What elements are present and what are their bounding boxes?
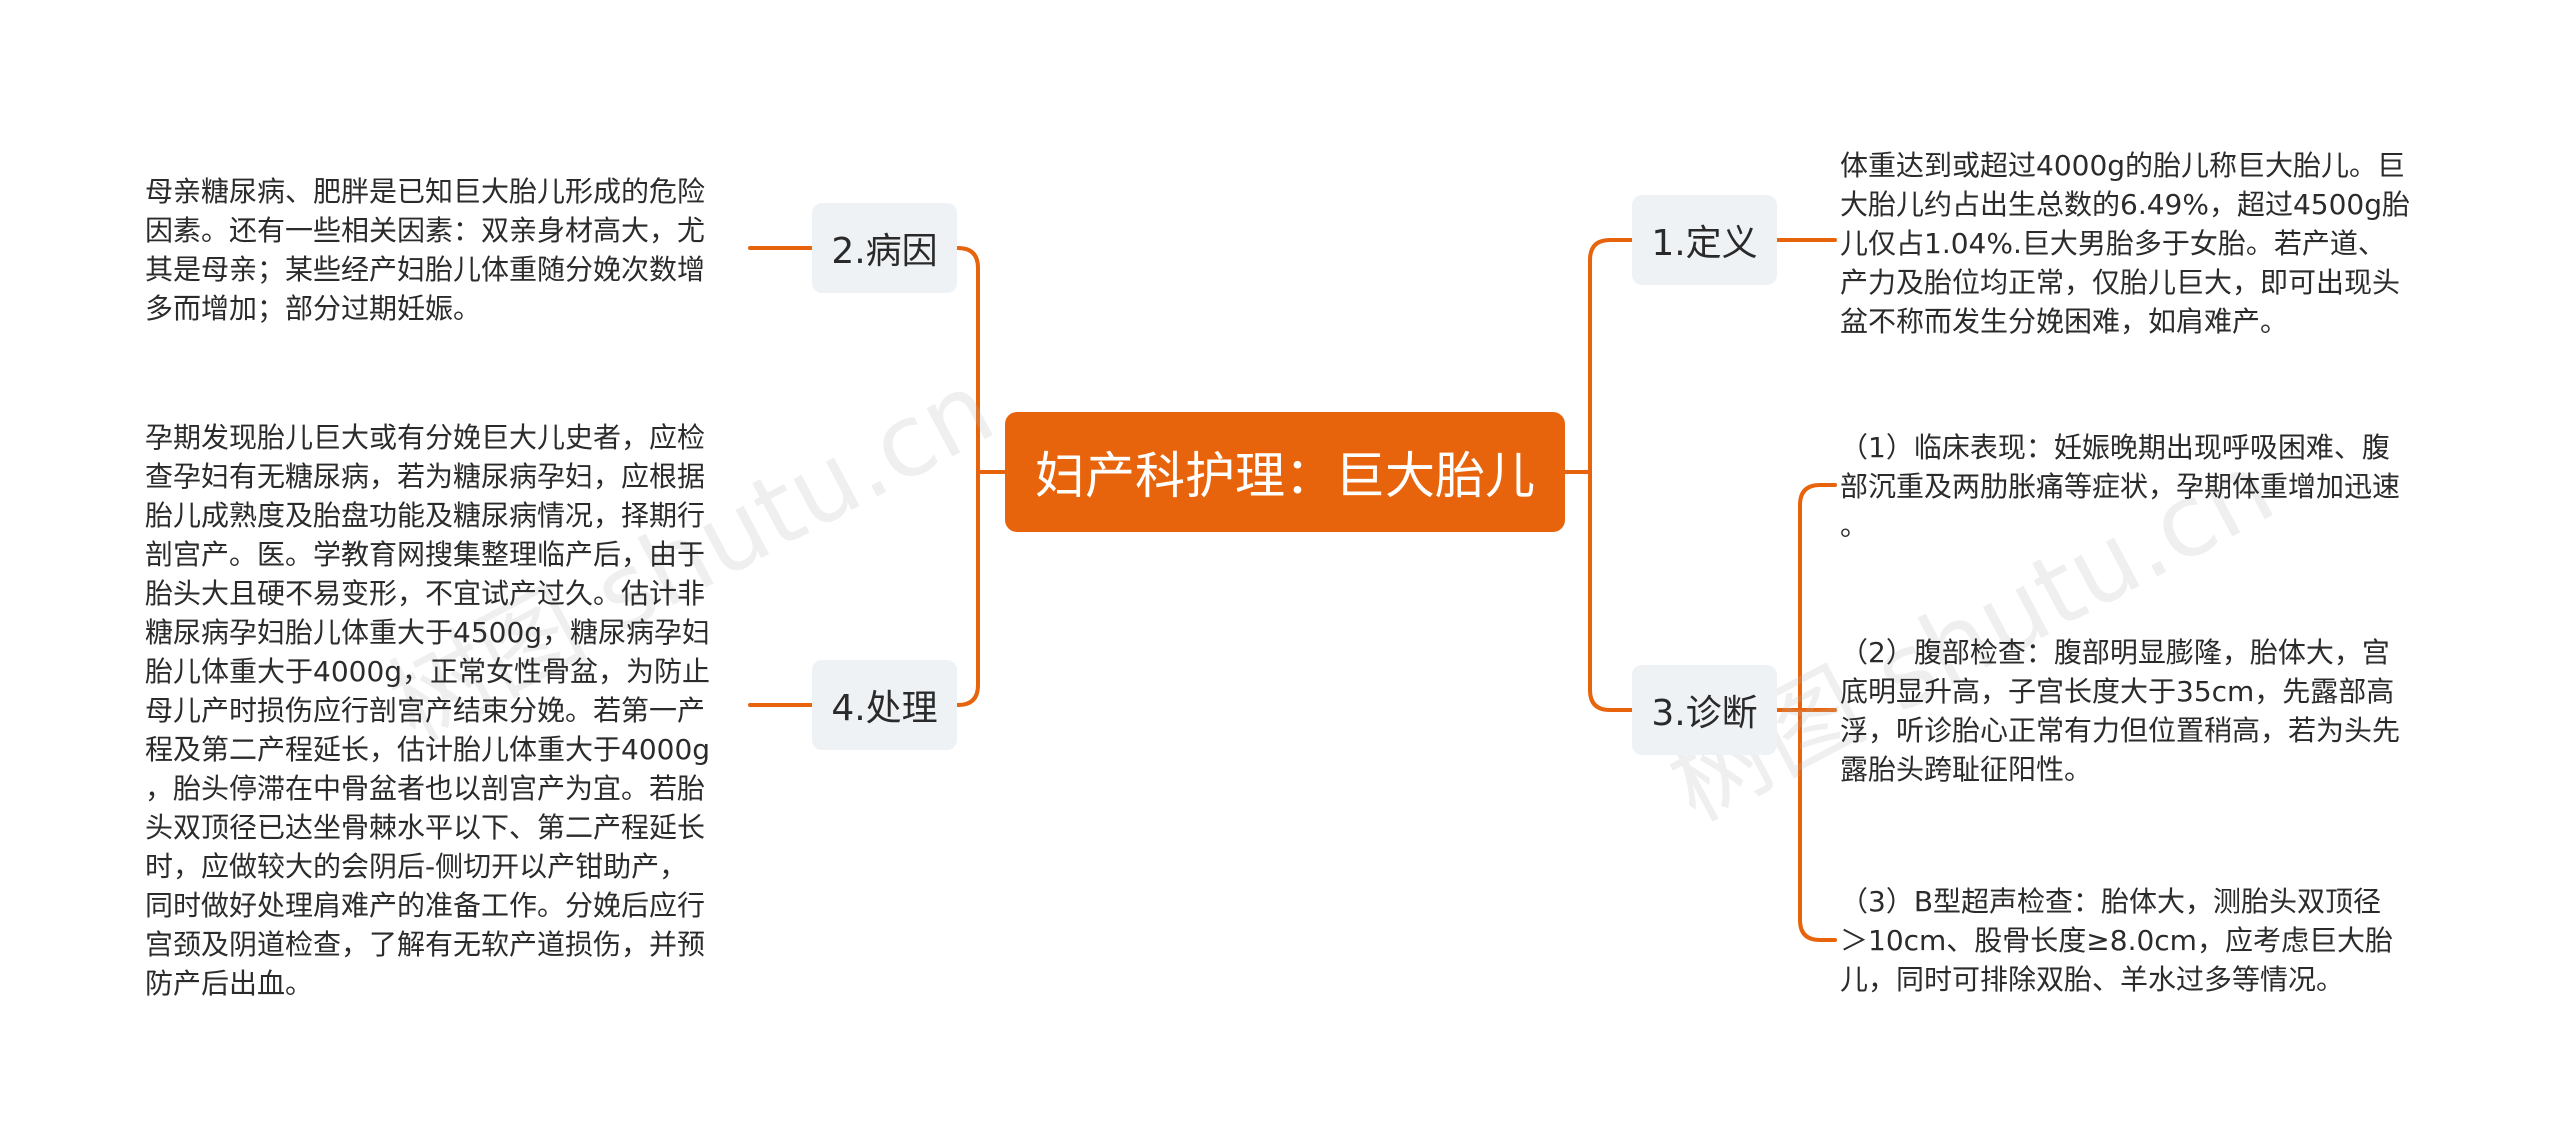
connector-left-treatment <box>940 470 980 707</box>
note-definition: 体重达到或超过4000g的胎儿称巨大胎儿。巨大胎儿约占出生总数的6.49%，超过… <box>1840 146 2410 341</box>
note-line: 胎儿成熟度及胎盘功能及糖尿病情况，择期行 <box>145 499 706 532</box>
root-topic-node[interactable]: 妇产科护理：巨大胎儿 <box>1005 412 1565 532</box>
note-line: 剖宫产。医。学教育网搜集整理临产后，由于 <box>145 538 706 571</box>
note-line: （2）腹部检查：腹部明显膨隆，胎体大，宫 <box>1840 636 2390 669</box>
connector-diagnosis-ultrasound <box>1798 708 1837 942</box>
note-cause: 母亲糖尿病、肥胖是已知巨大胎儿形成的危险因素。还有一些相关因素：双亲身材高大，尤… <box>145 172 705 328</box>
note-line: 多而增加；部分过期妊娠。 <box>145 292 482 325</box>
note-line: 防产后出血。 <box>145 967 314 1000</box>
note-line: 部沉重及两肋胀痛等症状，孕期体重增加迅速 <box>1840 470 2401 503</box>
connector-left-cause <box>940 246 980 474</box>
note-line: 时，应做较大的会阴后-侧切开以产钳助产， <box>145 850 688 883</box>
connector-right-diagnosis <box>1588 470 1634 712</box>
note-line: 其是母亲；某些经产妇胎儿体重随分娩次数增 <box>145 253 706 286</box>
note-line: 母亲糖尿病、肥胖是已知巨大胎儿形成的危险 <box>145 175 706 208</box>
note-line: 露胎头跨耻征阳性。 <box>1840 753 2093 786</box>
branch-diagnosis[interactable]: 3.诊断 <box>1632 665 1777 755</box>
note-line: 儿仅占1.04%.巨大男胎多于女胎。若产道、 <box>1840 227 2386 260</box>
note-line: 母儿产时损伤应行剖宫产结束分娩。若第一产 <box>145 694 706 727</box>
branch-cause[interactable]: 2.病因 <box>812 203 957 293</box>
note-line: 同时做好处理肩难产的准备工作。分娩后应行 <box>145 889 706 922</box>
note-line: （3）B型超声检查：胎体大，测胎头双顶径 <box>1840 885 2382 918</box>
note-line: 头双顶径已达坐骨棘水平以下、第二产程延长 <box>145 811 706 844</box>
note-line: （1）临床表现：妊娠晚期出现呼吸困难、腹 <box>1840 431 2390 464</box>
note-line: 。 <box>1840 509 1869 542</box>
note-line: ，胎头停滞在中骨盆者也以剖宫产为宜。若胎 <box>145 772 706 805</box>
note-line: 产力及胎位均正常，仅胎儿巨大，即可出现头 <box>1840 266 2401 299</box>
note-line: 因素。还有一些相关因素：双亲身材高大，尤 <box>145 214 706 247</box>
note-line: 胎头大且硬不易变形，不宜试产过久。估计非 <box>145 577 706 610</box>
note-line: 浮，听诊胎心正常有力但位置稍高，若为头先 <box>1840 714 2401 747</box>
note-line: 胎儿体重大于4000g，正常女性骨盆，为防止 <box>145 655 711 688</box>
branch-definition[interactable]: 1.定义 <box>1632 195 1777 285</box>
note-line: 孕期发现胎儿巨大或有分娩巨大儿史者，应检 <box>145 421 706 454</box>
note-line: 体重达到或超过4000g的胎儿称巨大胎儿。巨 <box>1840 149 2406 182</box>
note-diagnosis-ultrasound: （3）B型超声检查：胎体大，测胎头双顶径 ＞10cm、股骨长度≥8.0cm，应考虑… <box>1840 882 2393 999</box>
note-treatment: 孕期发现胎儿巨大或有分娩巨大儿史者，应检查孕妇有无糖尿病，若为糖尿病孕妇，应根据… <box>145 418 710 1003</box>
branch-treatment[interactable]: 4.处理 <box>812 660 957 750</box>
connector-right-definition <box>1588 238 1634 474</box>
note-line: 程及第二产程延长，估计胎儿体重大于4000g <box>145 733 711 766</box>
connector-diagnosis-clinical <box>1798 483 1837 712</box>
note-line: ＞10cm、股骨长度≥8.0cm，应考虑巨大胎 <box>1840 924 2393 957</box>
note-diagnosis-abdominal: （2）腹部检查：腹部明显膨隆，胎体大，宫底明显升高，子宫长度大于35cm，先露部… <box>1840 633 2400 789</box>
note-line: 盆不称而发生分娩困难，如肩难产。 <box>1840 305 2289 338</box>
note-line: 儿，同时可排除双胎、羊水过多等情况。 <box>1840 963 2345 996</box>
note-line: 查孕妇有无糖尿病，若为糖尿病孕妇，应根据 <box>145 460 706 493</box>
note-line: 宫颈及阴道检查，了解有无软产道损伤，并预 <box>145 928 706 961</box>
note-line: 大胎儿约占出生总数的6.49%，超过4500g胎 <box>1840 188 2410 221</box>
note-diagnosis-clinical: （1）临床表现：妊娠晚期出现呼吸困难、腹部沉重及两肋胀痛等症状，孕期体重增加迅速… <box>1840 428 2400 545</box>
note-line: 糖尿病孕妇胎儿体重大于4500g，糖尿病孕妇 <box>145 616 711 649</box>
note-line: 底明显升高，子宫长度大于35cm，先露部高 <box>1840 675 2395 708</box>
